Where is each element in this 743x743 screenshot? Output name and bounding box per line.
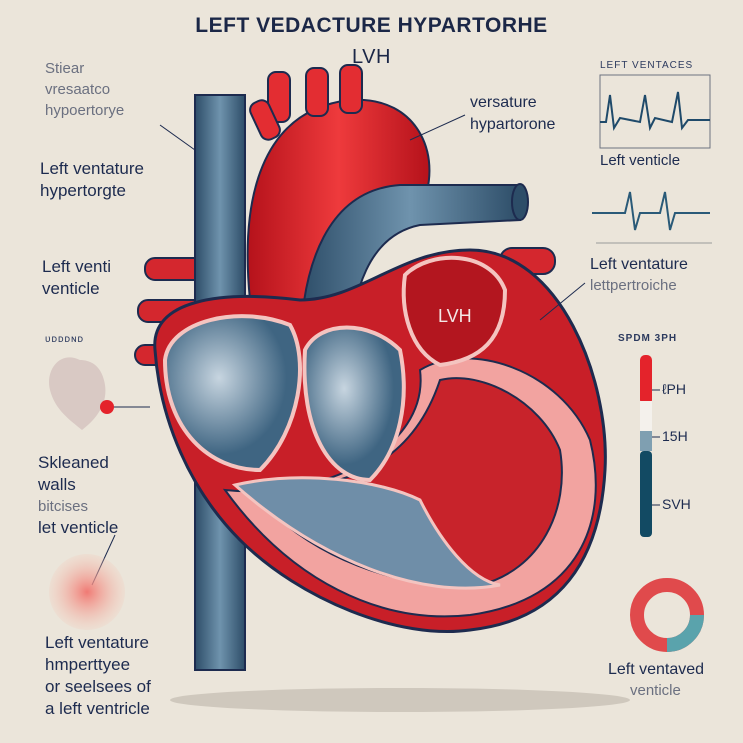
scale-tick-label: 15H bbox=[662, 428, 688, 444]
scale-tick-label: SVH bbox=[662, 496, 691, 512]
donut-caption: Left ventaved venticle bbox=[608, 660, 704, 701]
label-line: venticle bbox=[630, 682, 681, 699]
label-left-3: Skleaned walls bitcises let venticle bbox=[38, 452, 118, 539]
scale-tick-label: ℓPH bbox=[662, 381, 686, 397]
label-line: walls bbox=[38, 475, 76, 494]
label-line: Left ventaved bbox=[608, 661, 705, 678]
septum-chamber bbox=[231, 476, 501, 590]
vena-cava bbox=[194, 94, 246, 331]
donut-chart bbox=[630, 578, 704, 652]
ecg-trace-2 bbox=[592, 191, 710, 231]
label-line: hmperttyee bbox=[45, 655, 131, 674]
label-left-1: Left ventature hypertorgte bbox=[40, 158, 144, 202]
label-line: Left ventature bbox=[40, 159, 144, 178]
small-caption: ᴜᴅᴅᴅɴᴅ bbox=[45, 334, 85, 345]
right-atrium bbox=[162, 314, 302, 473]
lvh-label: LVH bbox=[438, 306, 472, 326]
label-line: venticle bbox=[42, 279, 100, 298]
label-line: lettpertroiche bbox=[590, 277, 677, 294]
label-line: vresaatco bbox=[45, 81, 111, 98]
label-line: hypartorone bbox=[470, 116, 556, 133]
label-line: Left venti bbox=[42, 257, 111, 276]
right-ventricle bbox=[302, 325, 406, 483]
center-callout: versature hypartorone bbox=[470, 92, 555, 136]
marker-dot bbox=[100, 400, 114, 414]
ecg-title: LEFT VENTACES bbox=[600, 60, 694, 71]
page-subtitle: LVH bbox=[352, 46, 391, 68]
label-line: Stiear bbox=[45, 60, 85, 77]
label-line: versature bbox=[470, 94, 537, 111]
label-line: Skleaned bbox=[38, 453, 109, 472]
left-atrium bbox=[401, 255, 508, 368]
label-line: let venticle bbox=[38, 518, 119, 537]
ecg-frame bbox=[599, 74, 711, 149]
right-callout: Left ventature lettpertroiche bbox=[590, 255, 688, 296]
page-title: LEFT VEDACTURE HYPARTORHE bbox=[195, 14, 548, 37]
pink-spot bbox=[49, 554, 125, 630]
ecg-caption: Left venticle bbox=[600, 152, 681, 169]
scale-title: SPDM 3PH bbox=[618, 333, 678, 344]
aortic-branches bbox=[249, 64, 363, 141]
label-line: hypoertorye bbox=[45, 102, 125, 119]
label-line: Left ventature bbox=[590, 256, 688, 273]
label-top-left: Stiear vresaatco hypoertorye bbox=[45, 58, 124, 121]
label-left-2: Left venti venticle bbox=[42, 256, 111, 300]
severity-scale-bar bbox=[640, 355, 660, 537]
label-line: Left ventature bbox=[45, 633, 149, 652]
shadow bbox=[170, 688, 630, 712]
ecg-trace bbox=[600, 91, 710, 132]
label-line: bitcises bbox=[38, 498, 89, 515]
label-line: or seelsees of bbox=[45, 677, 151, 696]
label-line: a left ventricle bbox=[45, 699, 150, 718]
heart-icon bbox=[49, 357, 106, 430]
label-line: hypertorgte bbox=[40, 181, 126, 200]
label-left-4: Left ventature hmperttyee or seelsees of… bbox=[45, 632, 151, 720]
